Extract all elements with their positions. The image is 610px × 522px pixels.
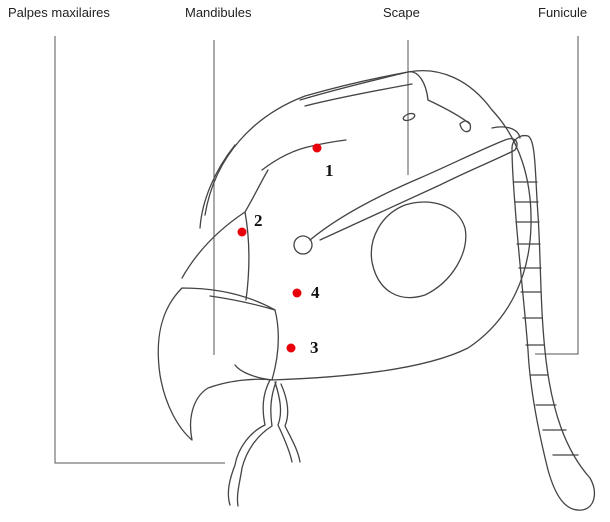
point-1-label: 1 <box>325 161 334 180</box>
point-4: 4 <box>293 283 321 302</box>
point-3: 3 <box>287 338 319 357</box>
point-4-dot <box>293 289 302 298</box>
clypeus <box>182 212 249 300</box>
point-2-dot <box>238 228 247 237</box>
point-1-dot <box>313 144 322 153</box>
label-scape: Scape <box>383 5 420 20</box>
antenna-funicule <box>512 136 594 511</box>
point-1: 1 <box>313 144 334 181</box>
antenna-scape <box>294 127 520 254</box>
label-mandibules: Mandibules <box>185 5 252 20</box>
mandible <box>158 288 278 440</box>
point-4-label: 4 <box>311 283 320 302</box>
label-palpes-maxilaires: Palpes maxilaires <box>8 5 110 20</box>
maxillary-palps <box>228 380 300 506</box>
point-3-label: 3 <box>310 338 319 357</box>
compound-eye <box>371 202 466 298</box>
head-capsule <box>200 71 531 380</box>
point-3-dot <box>287 344 296 353</box>
point-2-label: 2 <box>254 211 263 230</box>
label-funicule: Funicule <box>538 5 587 20</box>
clypeus-suture <box>245 170 268 212</box>
leader-line-palpes <box>55 36 225 463</box>
